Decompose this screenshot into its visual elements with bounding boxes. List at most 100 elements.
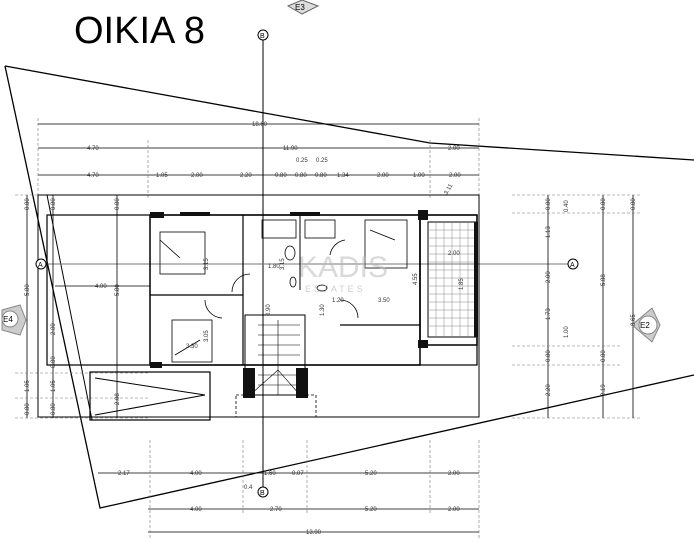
dim-label: 3.11 (444, 183, 455, 196)
dim-label: 4.00 (190, 507, 202, 513)
dimension-lines (26, 123, 634, 533)
dim-label: 4.00 (95, 284, 107, 290)
dim-label: 1.60 (264, 471, 276, 477)
dim-label: 1.00 (413, 173, 425, 179)
dim-label: 2.00 (449, 173, 461, 179)
dim-label: 0.25 (296, 158, 308, 164)
dim-label: 1.34 (337, 173, 349, 179)
dim-label: 3.05 (204, 330, 210, 342)
bottom-dimensions: 2.17 4.00 1.60 0.07 5.20 2.00 4.00 2.70 … (118, 471, 460, 536)
columns (150, 210, 428, 368)
dim-label: A (570, 262, 575, 269)
building-walls (37, 194, 480, 421)
dim-label: 18.60 (252, 122, 268, 128)
plan-title: OIKIA 8 (74, 10, 205, 52)
dim-label: 2.00 (546, 271, 552, 283)
dim-label: 0.80 (631, 198, 637, 210)
dim-label: B (260, 33, 265, 40)
dim-label: 0.80 (51, 356, 57, 368)
grid-marker-a-right: A (567, 258, 579, 270)
dim-label: 0.80 (295, 173, 307, 179)
watermark-logo: KADIS (298, 251, 388, 284)
dim-label: 8.65 (631, 314, 637, 326)
dim-label: 2.00 (448, 471, 460, 477)
interior-dimensions: 4.00 3.15 1.80 3.15 3.50 4.55 2.00 1.85 … (95, 251, 465, 350)
dim-label: 0.80 (546, 198, 552, 210)
dim-label: 0.25 (316, 158, 328, 164)
grid-marker-b-top: B (257, 29, 269, 41)
dim-label: 2.19 (601, 384, 607, 396)
dim-label: 3.15 (280, 258, 286, 270)
grid-marker-b-bottom: B (257, 486, 269, 498)
dim-label: 0.4 (244, 485, 253, 491)
dim-label: 11.90 (283, 146, 298, 152)
dim-label: 1.85 (459, 278, 465, 290)
dim-label: 0.90 (266, 304, 272, 316)
right-dimensions: 0.80 0.40 1.13 2.00 1.73 1.00 0.80 2.20 … (546, 198, 637, 396)
elevation-marker-e2: E2 (631, 307, 661, 343)
dim-label: 1.73 (546, 308, 552, 320)
dim-label: 0.80 (25, 403, 31, 415)
dim-label: 2.00 (448, 146, 460, 152)
dim-label: 2.00 (448, 251, 460, 257)
dim-label: 3.50 (378, 298, 390, 304)
dim-label: 3.30 (186, 344, 198, 350)
plot-boundary-left (4, 65, 694, 509)
top-dimensions: 18.60 4.70 11.90 2.00 4.70 1.05 2.00 2.2… (87, 122, 461, 196)
dim-label: 4.00 (190, 471, 202, 477)
furniture (159, 219, 408, 363)
dim-label: 4.70 (87, 146, 99, 152)
dim-label: 0.80 (315, 173, 327, 179)
dim-label: 1.05 (156, 173, 168, 179)
dim-label: 1.13 (546, 226, 552, 238)
dim-label: 4.55 (413, 273, 419, 285)
dim-label: B (260, 490, 265, 497)
balcony-tiles (427, 221, 478, 338)
dim-label: 0.07 (292, 471, 304, 477)
dim-label: 2.08 (115, 393, 121, 405)
grid-marker-a-left: A (35, 258, 47, 270)
dim-label: 2.17 (118, 471, 130, 477)
dim-label: 5.20 (365, 471, 377, 477)
dim-label: 0.80 (275, 173, 287, 179)
plot-boundary (4, 65, 694, 161)
dim-label: 0.80 (51, 403, 57, 415)
dim-label: 4.70 (87, 173, 99, 179)
dim-label: 1.20 (332, 298, 344, 304)
watermark-sub: ESTATES (305, 284, 366, 294)
dim-label: 5.20 (365, 507, 377, 513)
dim-label: 1.30 (320, 304, 326, 316)
dim-label: 2.00 (377, 173, 389, 179)
elevation-marker-e3: E3 (286, 0, 320, 15)
dim-label: 13.90 (306, 530, 322, 536)
dim-label: 2.70 (270, 507, 282, 513)
dim-label: 0.80 (546, 350, 552, 362)
dim-label: 0.80 (25, 198, 31, 210)
dim-label: 0.40 (564, 200, 570, 212)
dim-label: E2 (640, 321, 650, 330)
dim-label: 1.00 (564, 326, 570, 338)
dim-label: 2.20 (546, 384, 552, 396)
dim-label: 0.80 (51, 198, 57, 210)
dim-label: 5.88 (601, 274, 607, 286)
dim-label: A (38, 262, 43, 269)
dim-label: 2.00 (448, 507, 460, 513)
dim-label: E4 (3, 315, 13, 324)
left-dimensions: 0.80 5.80 1.05 0.80 0.80 2.00 0.80 1.05 … (25, 198, 121, 415)
dim-label: 1.05 (51, 380, 57, 392)
dim-label: 5.80 (115, 284, 121, 296)
staircase (249, 320, 301, 396)
dim-label: 2.00 (191, 173, 203, 179)
dim-label: 2.20 (240, 173, 252, 179)
dim-label: 1.80 (268, 264, 280, 270)
dim-label: 0.80 (601, 198, 607, 210)
dim-label: 1.05 (25, 380, 31, 392)
elevation-marker-e4: E4 (1, 304, 27, 336)
dim-label: 0.80 (601, 350, 607, 362)
dim-label: 3.15 (204, 258, 210, 270)
dim-label: 2.00 (51, 323, 57, 335)
dim-label: 5.80 (25, 284, 31, 296)
dim-label: 0.80 (115, 198, 121, 210)
